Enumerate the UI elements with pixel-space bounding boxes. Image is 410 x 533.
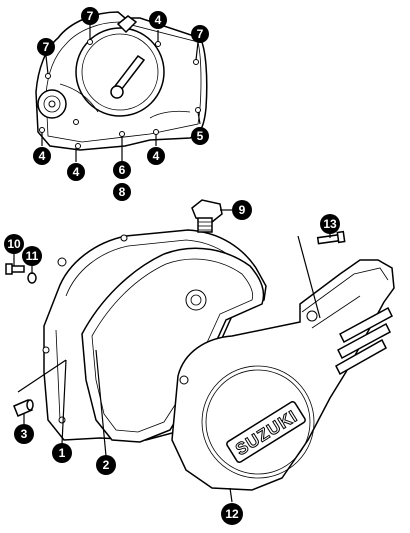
- washer-11: [27, 272, 37, 284]
- svg-text:12: 12: [225, 507, 239, 521]
- callout-9: 9: [232, 200, 252, 220]
- callout-10: 10: [4, 234, 24, 254]
- callout-5: 5: [191, 127, 209, 145]
- svg-text:2: 2: [103, 458, 110, 472]
- callout-7-left: 7: [37, 38, 55, 56]
- svg-text:6: 6: [119, 163, 126, 177]
- svg-text:4: 4: [39, 149, 46, 163]
- callout-8: 8: [113, 183, 131, 201]
- callout-1: 1: [52, 443, 72, 463]
- svg-text:4: 4: [153, 149, 160, 163]
- svg-text:1: 1: [59, 446, 66, 460]
- callout-2: 2: [96, 455, 116, 475]
- oil-filler-plug: [191, 199, 223, 233]
- svg-text:10: 10: [7, 237, 21, 251]
- callout-4-right: 4: [147, 147, 165, 165]
- svg-text:13: 13: [323, 217, 337, 231]
- svg-text:4: 4: [155, 13, 162, 27]
- clutch-cover-inner-view: [35, 11, 208, 151]
- bottom-leader-lines: [13, 209, 331, 503]
- svg-text:9: 9: [239, 203, 246, 217]
- svg-text:4: 4: [73, 165, 80, 179]
- svg-text:8: 8: [119, 185, 126, 199]
- callout-6: 6: [113, 161, 131, 179]
- svg-text:7: 7: [197, 27, 204, 41]
- svg-text:7: 7: [87, 9, 94, 23]
- callout-13: 13: [320, 214, 340, 234]
- callout-4-top: 4: [149, 11, 167, 29]
- callout-11: 11: [22, 246, 42, 266]
- screw-13: [316, 230, 346, 245]
- svg-text:5: 5: [197, 129, 204, 143]
- callout-4-bottom: 4: [67, 163, 85, 181]
- dowel-pin-3: [13, 399, 34, 417]
- bolt-10: [5, 263, 25, 275]
- callout-12: 12: [221, 503, 243, 525]
- svg-text:3: 3: [21, 427, 28, 441]
- svg-text:7: 7: [43, 40, 50, 54]
- top-leader-lines: [41, 24, 201, 162]
- svg-text:11: 11: [26, 249, 39, 263]
- callout-7-top-left: 7: [81, 7, 99, 25]
- callout-3: 3: [14, 424, 34, 444]
- callout-4-left: 4: [33, 147, 51, 165]
- callout-7-top-right: 7: [191, 25, 209, 43]
- magneto-cover: SUZUKI: [171, 259, 395, 491]
